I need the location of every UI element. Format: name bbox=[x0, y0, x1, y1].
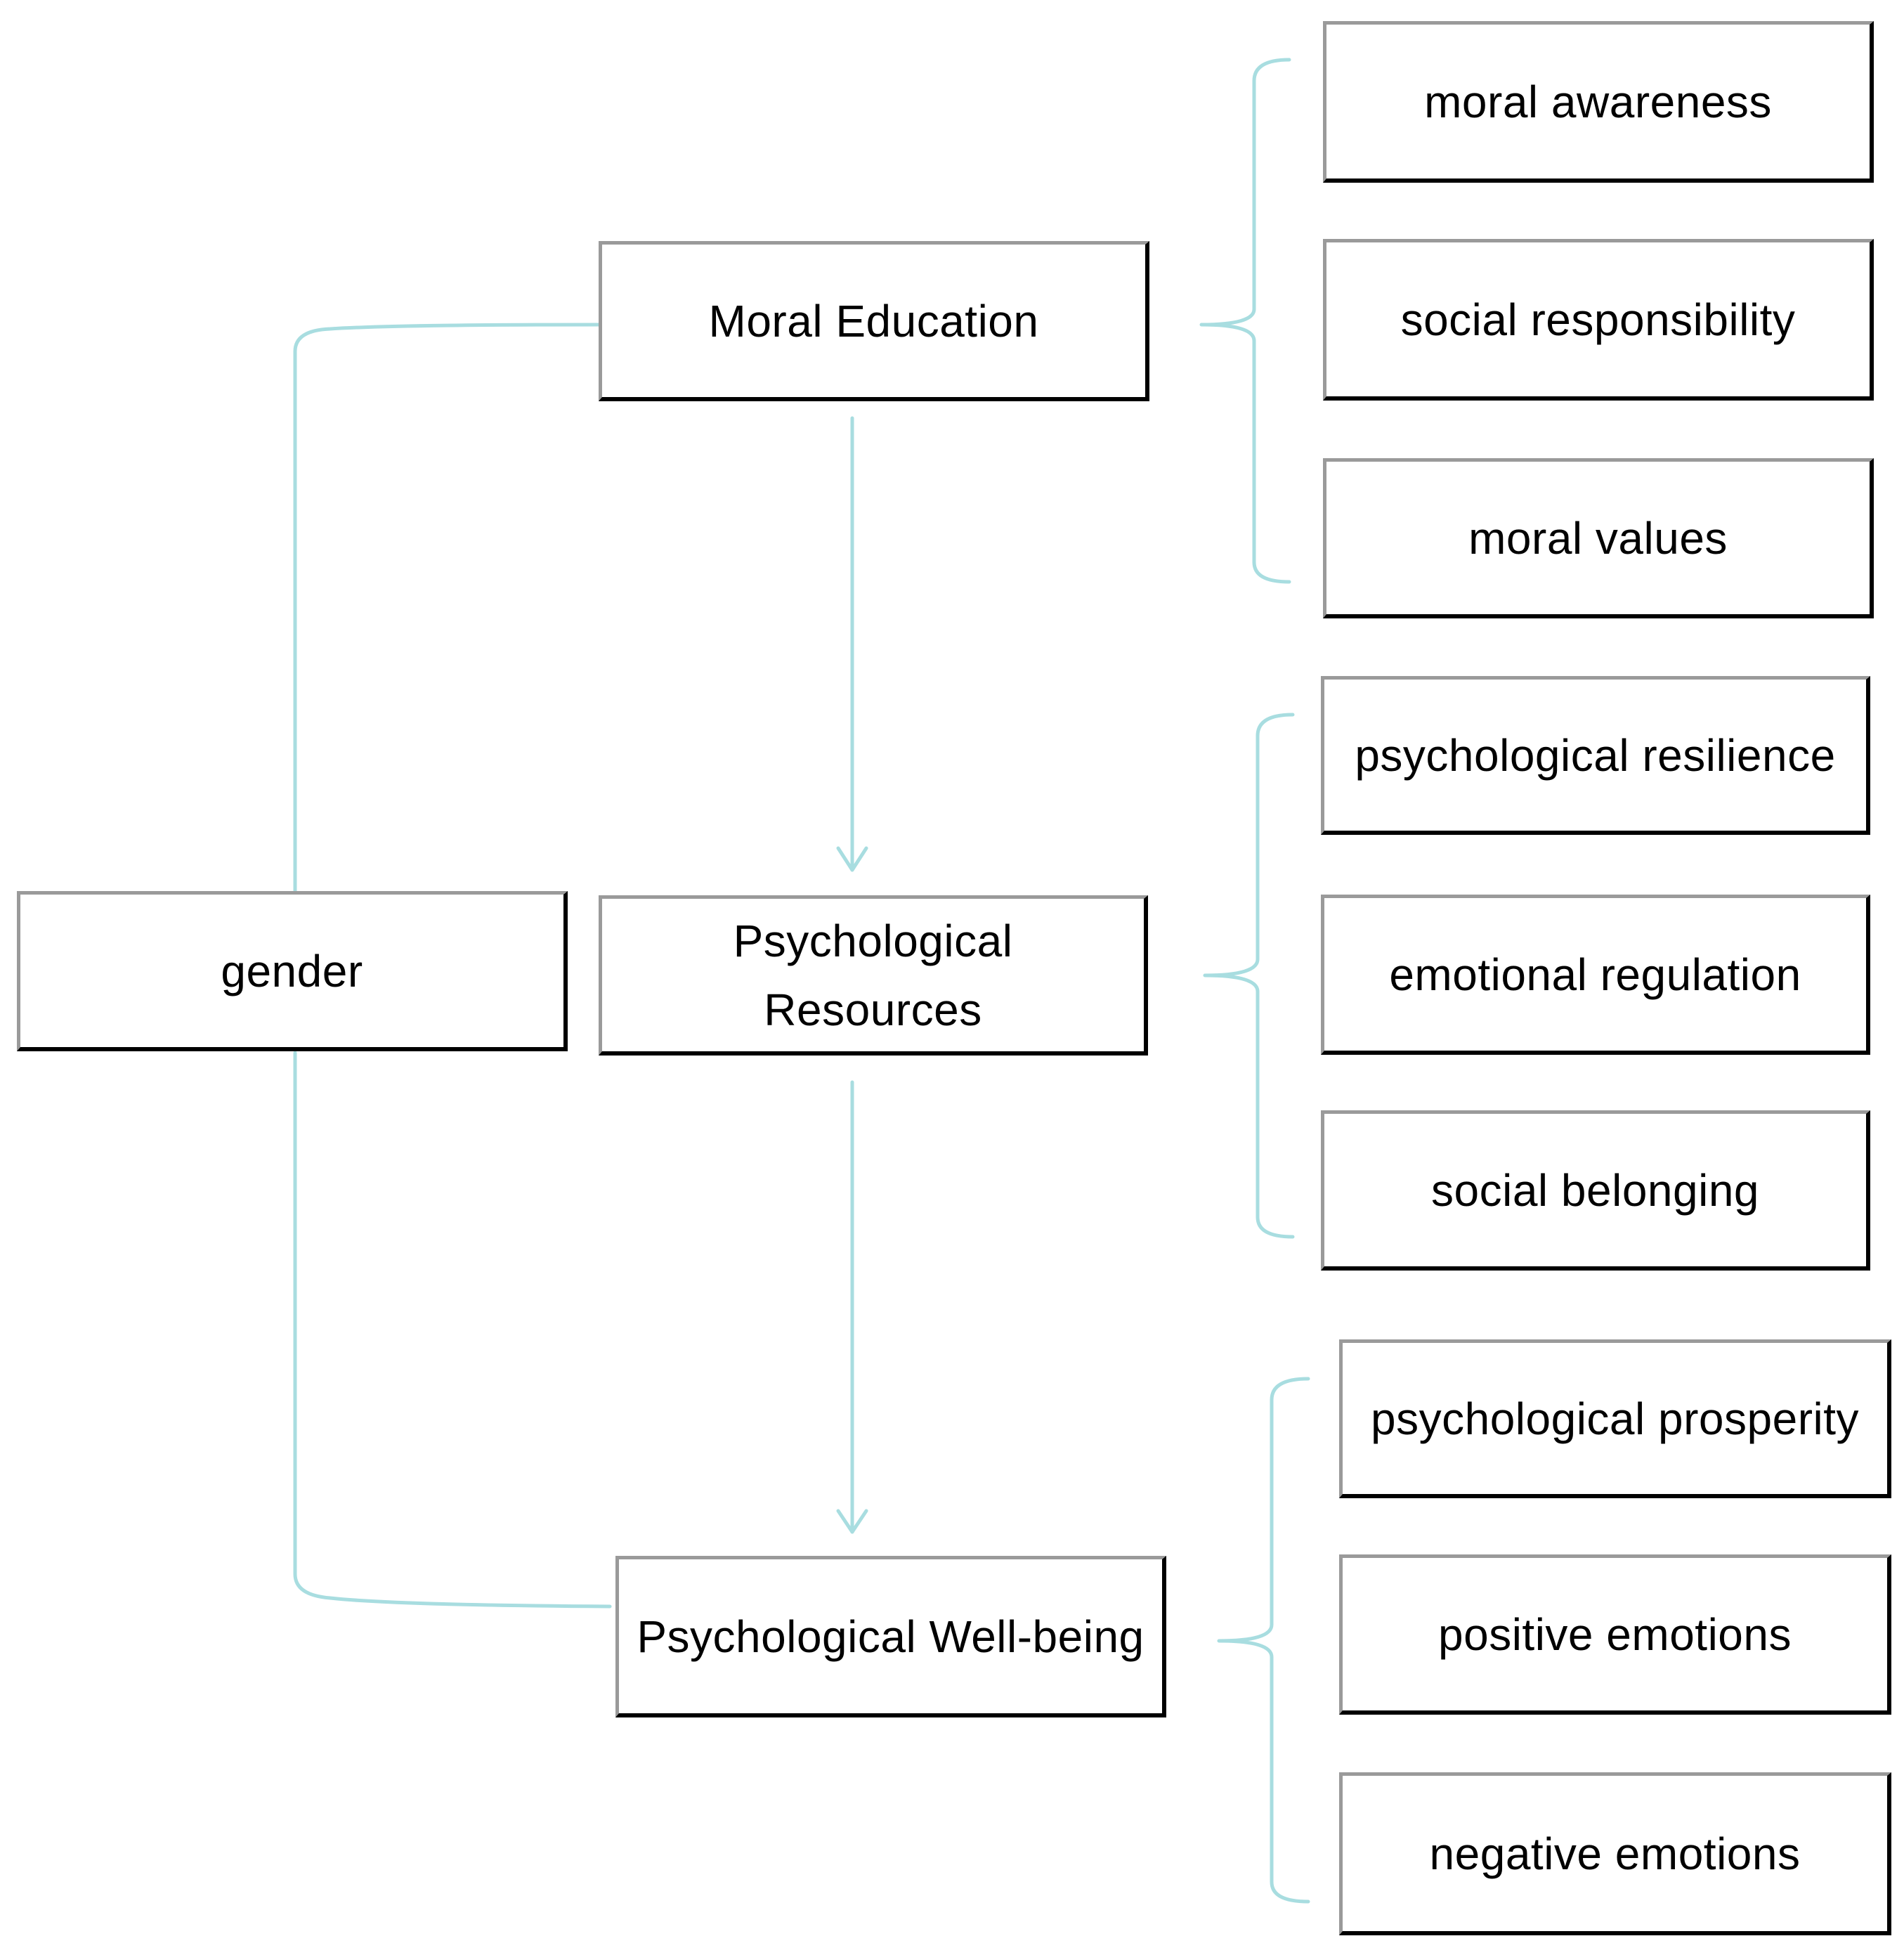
dimension-label: social belonging bbox=[1431, 1164, 1759, 1216]
moral-education-label: Moral Education bbox=[708, 295, 1039, 346]
psychological-well-being-label: Psychological Well-being bbox=[637, 1611, 1145, 1662]
gender-node: gender bbox=[17, 891, 568, 1051]
psychological-resources-label: Psychological Resources bbox=[733, 915, 1013, 1035]
dimension-label: psychological resilience bbox=[1355, 729, 1836, 781]
dimension-label: psychological prosperity bbox=[1371, 1393, 1859, 1444]
dimension-box: psychological prosperity bbox=[1339, 1339, 1891, 1498]
brace-moral-education bbox=[1199, 58, 1291, 584]
dimension-box: emotional regulation bbox=[1321, 895, 1870, 1055]
dimension-box: moral values bbox=[1323, 458, 1874, 618]
dimension-box: psychological resilience bbox=[1321, 676, 1870, 835]
dimension-label: social responsibility bbox=[1400, 294, 1796, 345]
arrow-head-resources bbox=[836, 846, 868, 872]
dimension-box: moral awareness bbox=[1323, 21, 1874, 183]
dimension-label: positive emotions bbox=[1438, 1609, 1792, 1660]
brace-well-being bbox=[1217, 1377, 1310, 1904]
gender-label: gender bbox=[221, 945, 363, 996]
arrow-head-well-being bbox=[836, 1509, 868, 1534]
dimension-label: moral values bbox=[1468, 512, 1728, 564]
psychological-resources-node: Psychological Resources bbox=[599, 895, 1148, 1056]
gender-to-moral-education-line bbox=[293, 323, 606, 895]
moral-education-node: Moral Education bbox=[599, 241, 1149, 401]
dimension-label: negative emotions bbox=[1429, 1828, 1801, 1879]
dimension-box: positive emotions bbox=[1339, 1554, 1891, 1715]
psychological-well-being-node: Psychological Well-being bbox=[615, 1556, 1166, 1717]
dimension-box: negative emotions bbox=[1339, 1772, 1891, 1935]
dimension-box: social responsibility bbox=[1323, 239, 1874, 401]
dimension-label: moral awareness bbox=[1424, 76, 1772, 127]
dimension-box: social belonging bbox=[1321, 1110, 1870, 1271]
dimension-label: emotional regulation bbox=[1389, 949, 1801, 1000]
brace-psychological-resources bbox=[1203, 713, 1295, 1239]
gender-to-well-being-line bbox=[293, 1051, 612, 1609]
